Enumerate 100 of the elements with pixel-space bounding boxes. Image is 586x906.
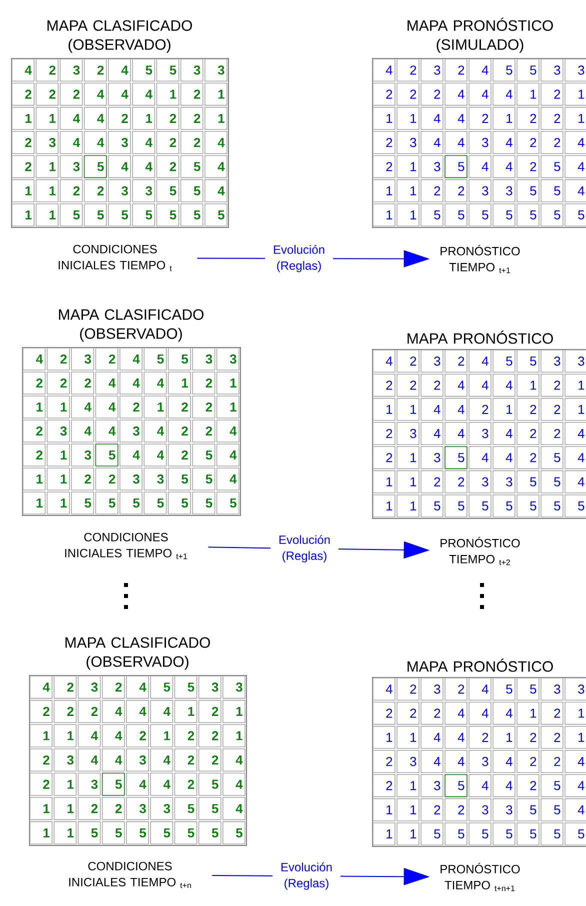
table-cell: 4	[126, 700, 149, 723]
table-cell: 1	[396, 446, 420, 470]
table-cell: 2	[156, 106, 180, 130]
table-cell: 4	[468, 702, 492, 725]
table-cell: 3	[420, 155, 444, 178]
table-cell: 3	[420, 774, 444, 798]
table-cell: 2	[540, 702, 564, 725]
table-cell: 4	[372, 678, 396, 700]
table-cell: 4	[95, 372, 118, 394]
table-cell: 3	[564, 58, 586, 82]
table-cell: 5	[102, 821, 125, 844]
table-cell: 2	[192, 396, 216, 418]
table-cell: 3	[564, 350, 586, 372]
table-cell: 2	[516, 131, 540, 154]
caption-text: PRONÓSTICO TIEMPO $_{t+2}$	[440, 536, 520, 566]
table-cell: 2	[156, 131, 180, 154]
table-cell: 5	[540, 155, 564, 178]
table-cell: 3	[36, 131, 59, 154]
table-cell: 2	[22, 444, 46, 466]
table-cell: 4	[150, 700, 174, 723]
table-cell: 4	[420, 131, 444, 154]
table-cell: 1	[132, 106, 156, 130]
table-cell: 3	[492, 798, 516, 822]
table-cell: 4	[102, 724, 125, 748]
table-cell: 2	[12, 131, 34, 154]
table-cell: 1	[46, 492, 70, 514]
table-cell: 2	[71, 372, 94, 394]
table-cell: 2	[372, 374, 396, 397]
table-cell: 1	[150, 724, 174, 748]
table-cell: 2	[30, 700, 52, 723]
table-cell: 1	[564, 702, 586, 725]
table-cell: 3	[468, 422, 492, 445]
table-cell: 4	[132, 82, 156, 106]
table-cell: 5	[174, 676, 198, 699]
table-cell: 1	[216, 372, 240, 394]
node-label: MAPA CLASIFICADO (OBSERVADO)	[66, 637, 210, 670]
table-cell: 4	[126, 772, 149, 796]
table-cell: 2	[540, 106, 564, 130]
table-cell: 1	[46, 444, 70, 466]
table-cell: 3	[192, 348, 216, 370]
table-cell: 5	[144, 348, 167, 370]
node-label: MAPA PRONÓSTICO	[408, 330, 553, 344]
table-cell: 4	[78, 748, 101, 772]
table-cell: 3	[468, 179, 492, 202]
table-cell: 2	[396, 350, 420, 372]
table-cell: 2	[372, 422, 396, 445]
table-cell: 5	[444, 446, 468, 470]
table-cell: 4	[420, 750, 444, 773]
table-cell: 4	[12, 58, 34, 82]
table-cell: 4	[444, 82, 468, 106]
table-cell: 3	[108, 131, 131, 154]
table-cell: 5	[516, 350, 540, 372]
table-cell: 4	[108, 58, 131, 82]
caption-text: PRONÓSTICO TIEMPO $_{t+1}$	[440, 244, 520, 274]
table-cell: 5	[468, 822, 492, 846]
table-cell: 5	[192, 492, 216, 514]
table-cell: 4	[204, 131, 228, 154]
caption-text: CONDICIONES INICIALES TIEMPO $_{t}$	[58, 244, 172, 272]
caption-text: CONDICIONES INICIALES TIEMPO $_{t+n}$	[69, 862, 191, 888]
table-cell: 5	[444, 774, 468, 798]
table-cell: 2	[372, 131, 396, 154]
table-cell: 1	[372, 726, 396, 749]
table-cell: 1	[516, 702, 540, 725]
table-cell: 1	[156, 82, 180, 106]
table-cell: 4	[468, 446, 492, 470]
table-cell: 2	[420, 798, 444, 822]
table-cell: 5	[492, 204, 516, 226]
table-cell: 4	[468, 774, 492, 798]
table-cell: 2	[444, 470, 468, 494]
table-cell: 5	[540, 470, 564, 494]
table-cell: 1	[36, 204, 59, 226]
table-cell: 4	[564, 750, 586, 773]
table-cell: 5	[174, 797, 198, 820]
table-cell: 2	[54, 700, 77, 723]
table-cell: 4	[204, 155, 228, 178]
table-cell: 1	[396, 774, 420, 798]
table-cell: 3	[71, 444, 94, 466]
table-cell: 2	[84, 179, 107, 202]
table-cell: 2	[174, 724, 198, 748]
table-cell: 1	[372, 106, 396, 130]
table-cell: 4	[444, 131, 468, 154]
table-cell: 2	[60, 179, 83, 202]
table-cell: 3	[396, 422, 420, 445]
table-cell: 4	[120, 348, 142, 370]
table-cell: 1	[396, 798, 420, 822]
table-cell: 2	[372, 82, 396, 106]
table-cell: 2	[540, 82, 564, 106]
table-cell: 4	[102, 700, 125, 723]
table-cell: 5	[156, 58, 180, 82]
table-cell: 2	[168, 420, 191, 442]
table-cell: 2	[540, 750, 564, 773]
table-cell: 4	[150, 772, 174, 796]
table-cell: 5	[126, 821, 149, 844]
table-cell: 4	[564, 131, 586, 154]
table-cell: 4	[468, 678, 492, 700]
table-cell: 1	[372, 204, 396, 226]
table-cell: 4	[216, 444, 240, 466]
table-cell: 1	[22, 396, 46, 418]
table-cell: 5	[540, 179, 564, 202]
table-cell: 5	[420, 494, 444, 518]
